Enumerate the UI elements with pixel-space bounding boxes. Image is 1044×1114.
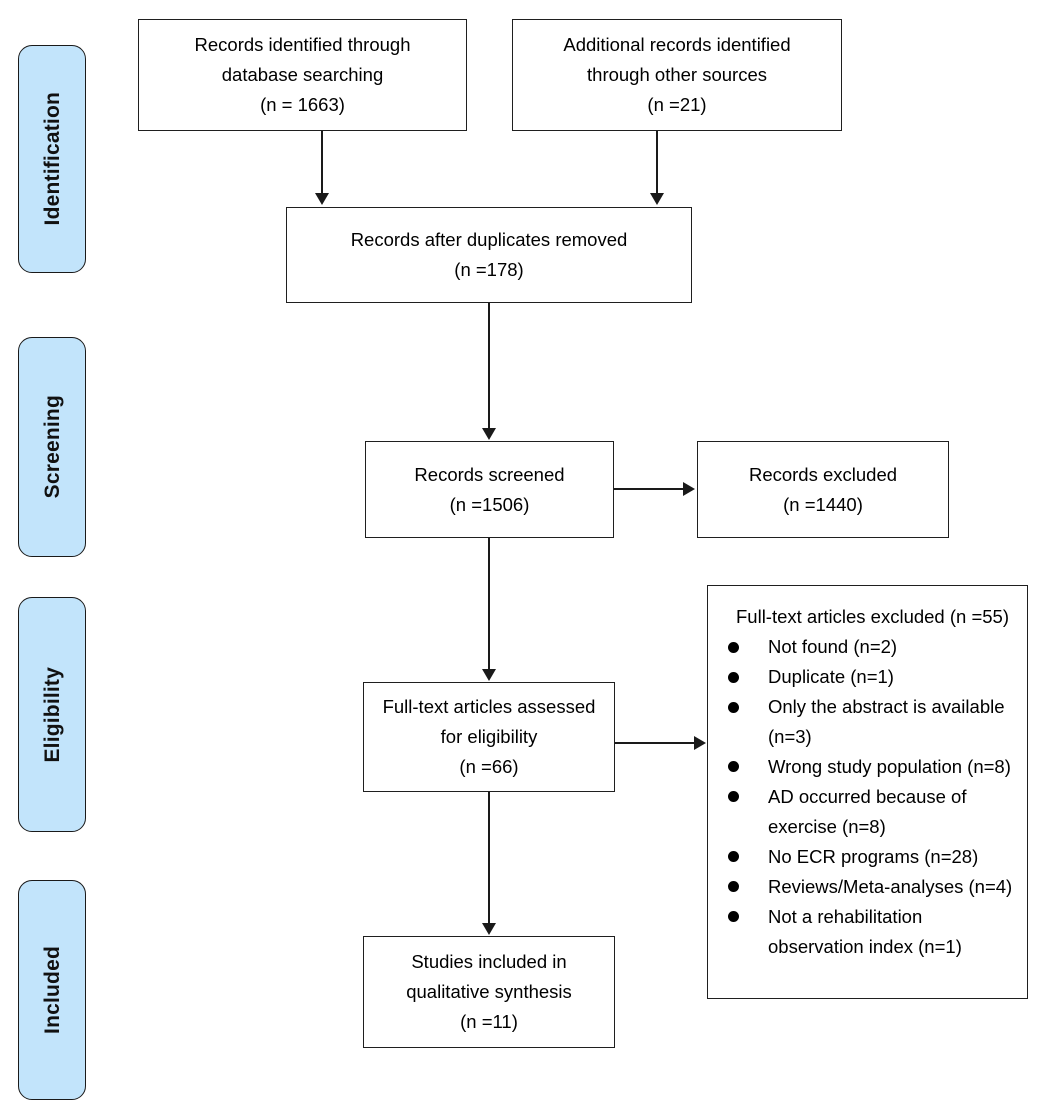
arrow-down-icon bbox=[482, 923, 496, 935]
box-line: (n =1506) bbox=[449, 493, 530, 515]
box-line: Records identified through bbox=[194, 34, 411, 56]
stage-screening-label: Screening bbox=[40, 395, 64, 499]
arrow-down-icon bbox=[482, 428, 496, 440]
list-item-label: Duplicate (n=1) bbox=[768, 665, 894, 687]
box-fulltext-articles-excluded: Full-text articles excluded (n =55) Not … bbox=[707, 585, 1028, 999]
box-line: Full-text articles assessed bbox=[382, 696, 596, 718]
list-item: Duplicate (n=1) bbox=[722, 662, 1017, 692]
box-line: (n =1440) bbox=[783, 493, 863, 515]
arrow-down-icon bbox=[315, 193, 329, 205]
box-line: for eligibility bbox=[440, 726, 538, 748]
connector-database-to-duplicates bbox=[321, 131, 324, 194]
box-line: (n =21) bbox=[647, 93, 707, 115]
box-line: Studies included in bbox=[411, 951, 567, 973]
list-item: Not a rehabilitation observation index (… bbox=[722, 902, 1017, 962]
box-line: Records screened bbox=[414, 463, 565, 485]
box-line: database searching bbox=[221, 64, 384, 86]
connector-screened-to-excluded bbox=[614, 488, 684, 491]
list-item: Not found (n=2) bbox=[722, 632, 1017, 662]
stage-screening: Screening bbox=[18, 337, 86, 557]
box-records-excluded: Records excluded (n =1440) bbox=[697, 441, 949, 538]
arrow-down-icon bbox=[482, 669, 496, 681]
box-line: through other sources bbox=[587, 64, 767, 86]
list-item-label: Only the abstract is available (n=3) bbox=[768, 695, 1005, 747]
connector-other-sources-to-duplicates bbox=[656, 131, 659, 194]
bullet-icon bbox=[728, 671, 739, 683]
list-item: AD occurred because of exercise (n=8) bbox=[722, 782, 1017, 842]
stage-eligibility: Eligibility bbox=[18, 597, 86, 832]
box-line: Records excluded bbox=[748, 463, 898, 485]
list-item-label: AD occurred because of exercise (n=8) bbox=[768, 785, 967, 837]
list-item: No ECR programs (n=28) bbox=[722, 842, 1017, 872]
list-item: Only the abstract is available (n=3) bbox=[722, 692, 1017, 752]
stage-identification-label: Identification bbox=[40, 92, 64, 226]
list-item-label: Wrong study population (n=8) bbox=[768, 755, 1011, 777]
arrow-right-icon bbox=[694, 736, 706, 750]
list-item-label: No ECR programs (n=28) bbox=[768, 845, 979, 867]
box-studies-included: Studies included in qualitative synthesi… bbox=[363, 936, 615, 1048]
bullet-icon bbox=[728, 911, 739, 923]
box-records-identified-database: Records identified through database sear… bbox=[138, 19, 467, 131]
list-item-label: Reviews/Meta-analyses (n=4) bbox=[768, 875, 1013, 897]
stage-eligibility-label: Eligibility bbox=[40, 666, 64, 763]
box-line: (n =11) bbox=[460, 1010, 518, 1032]
bullet-icon bbox=[728, 701, 739, 713]
box-line: qualitative synthesis bbox=[406, 981, 572, 1003]
connector-fulltext-to-excluded-list bbox=[615, 742, 695, 745]
bullet-icon bbox=[728, 881, 739, 893]
arrow-right-icon bbox=[683, 482, 695, 496]
stage-included: Included bbox=[18, 880, 86, 1100]
connector-duplicates-to-screened bbox=[488, 303, 491, 429]
list-item: Reviews/Meta-analyses (n=4) bbox=[722, 872, 1017, 902]
box-line: Additional records identified bbox=[563, 34, 791, 56]
box-records-screened: Records screened (n =1506) bbox=[365, 441, 614, 538]
stage-included-label: Included bbox=[40, 946, 64, 1034]
list-item: Wrong study population (n=8) bbox=[722, 752, 1017, 782]
bullet-icon bbox=[728, 761, 739, 773]
bullet-icon bbox=[728, 791, 739, 803]
arrow-down-icon bbox=[650, 193, 664, 205]
fulltext-excluded-heading: Full-text articles excluded (n =55) bbox=[736, 606, 1009, 627]
stage-identification: Identification bbox=[18, 45, 86, 273]
connector-fulltext-to-included bbox=[488, 792, 491, 924]
box-line: (n =178) bbox=[454, 259, 524, 280]
list-item-label: Not found (n=2) bbox=[768, 635, 898, 657]
box-records-after-duplicates-removed: Records after duplicates removed (n =178… bbox=[286, 207, 692, 303]
box-additional-records-other-sources: Additional records identified through ot… bbox=[512, 19, 842, 131]
fulltext-excluded-reason-list: Not found (n=2) Duplicate (n=1) Only the… bbox=[722, 632, 1017, 962]
bullet-icon bbox=[728, 851, 739, 863]
bullet-icon bbox=[728, 641, 739, 653]
box-line: Records after duplicates removed bbox=[350, 229, 628, 251]
connector-screened-to-fulltext bbox=[488, 538, 491, 670]
box-line: (n = 1663) bbox=[260, 93, 345, 115]
box-line: (n =66) bbox=[459, 755, 519, 777]
box-fulltext-articles-assessed: Full-text articles assessed for eligibil… bbox=[363, 682, 615, 792]
list-item-label: Not a rehabilitation observation index (… bbox=[768, 905, 962, 957]
